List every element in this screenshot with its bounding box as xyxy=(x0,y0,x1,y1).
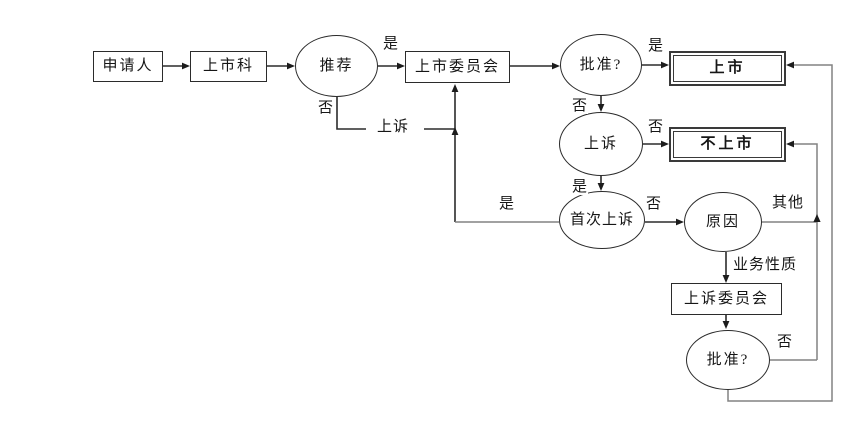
node-not-listed: 不上市 xyxy=(669,127,786,162)
arrow-into-approve2 xyxy=(722,321,730,329)
node-recommend: 推荐 xyxy=(295,35,378,97)
label-first-appeal-yes: 是 xyxy=(499,196,516,212)
edge-recommend-no-corner xyxy=(336,97,366,130)
node-not-listed-label: 不上市 xyxy=(673,131,782,158)
node-reason: 原因 xyxy=(684,192,762,252)
node-listed-label: 上市 xyxy=(673,55,782,82)
node-appeal: 上诉 xyxy=(559,112,643,176)
node-listed: 上市 xyxy=(669,51,786,86)
label-reason-business-nature: 业务性质 xyxy=(733,257,798,273)
arrow-into-approve xyxy=(552,62,560,70)
label-recommend-yes: 是 xyxy=(383,36,400,52)
arrow-into-reason xyxy=(676,218,684,226)
edge-arrowheads xyxy=(182,61,821,329)
node-approve-appeal: 批准? xyxy=(686,330,770,390)
arrow-into-listing-section xyxy=(182,62,190,70)
label-approve-appeal-no: 否 xyxy=(777,334,794,350)
arrow-into-not-listed-right xyxy=(786,140,794,148)
label-approve-listing-no: 否 xyxy=(572,98,589,114)
arrow-into-listed-left xyxy=(661,61,669,69)
arrow-into-appeal-committee xyxy=(722,275,730,283)
node-approve-listing: 批准? xyxy=(560,34,642,96)
arrow-other-junction-up xyxy=(813,214,821,222)
arrow-into-committee-left xyxy=(397,62,405,70)
edge-lines-dark xyxy=(163,64,727,321)
arrow-into-listed-right xyxy=(786,61,794,69)
node-applicant: 申请人 xyxy=(93,51,163,82)
label-appeal-inline: 上诉 xyxy=(377,119,410,135)
label-first-appeal-no: 否 xyxy=(646,196,663,212)
arrow-into-not-listed-left xyxy=(661,140,669,148)
label-appeal-no: 否 xyxy=(648,119,665,135)
label-appeal-yes: 是 xyxy=(572,179,589,195)
label-reason-other: 其他 xyxy=(772,195,805,211)
edge-loop-to-not-listed xyxy=(794,143,818,360)
arrow-into-committee-bottom xyxy=(451,84,459,92)
arrow-into-first-appeal-top xyxy=(597,183,605,191)
node-appeal-committee: 上诉委员会 xyxy=(671,283,782,315)
node-listing-section: 上市科 xyxy=(190,51,267,82)
edge-loop-to-listed xyxy=(727,64,833,402)
arrow-riser-junction xyxy=(451,127,459,135)
label-recommend-no: 否 xyxy=(318,100,335,116)
arrow-into-recommend xyxy=(287,62,295,70)
label-approve-listing-yes: 是 xyxy=(648,38,665,54)
node-listing-committee: 上市委员会 xyxy=(405,51,510,83)
arrow-into-appeal-top xyxy=(597,104,605,112)
edge-lines-gray xyxy=(455,64,833,402)
node-first-appeal: 首次上诉 xyxy=(559,191,645,249)
